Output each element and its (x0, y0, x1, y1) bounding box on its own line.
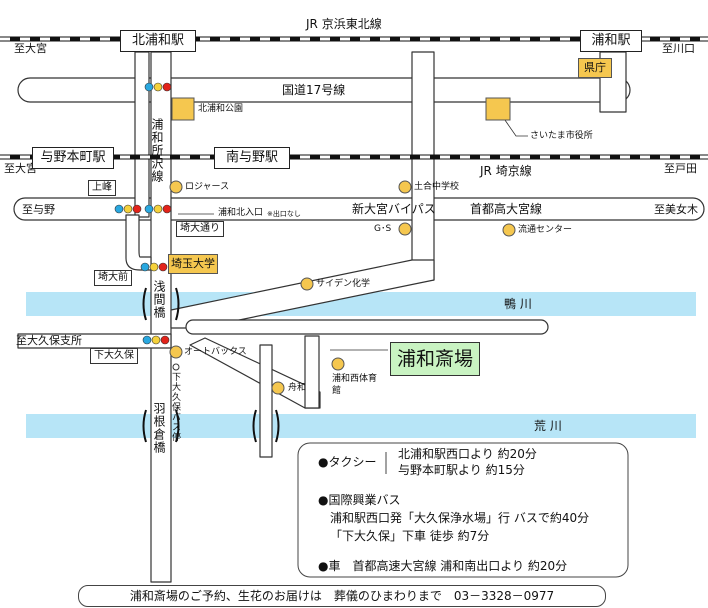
bus-route-2: 「下大久保」下車 徒歩 約7分 (330, 529, 490, 543)
ara-river-label: 荒 川 (534, 419, 562, 433)
jr-keihin-tohoku-label: JR 京浜東北線 (306, 17, 382, 31)
bus-label: ●国際興業バス (318, 493, 401, 507)
bus-stop-label: 下大久保バス停 (170, 372, 180, 442)
haneguri-bridge-label: 羽根倉橋 (152, 402, 166, 454)
kamo-river-label: 鴨 川 (504, 297, 532, 311)
jr-saikyo-label: JR 埼京線 (480, 164, 532, 178)
to-okubo-branch-label: 至大久保支所 (16, 334, 82, 347)
yono-honmachi-station: 与野本町駅 (32, 147, 114, 169)
no-exit-note: ※出口なし (267, 210, 301, 218)
jonan-jhs-label: 土合中学校 (414, 182, 460, 192)
taxi-route-1: 北浦和駅西口より 約20分 (398, 447, 537, 461)
kita-urawa-park-label: 北浦和公園 (198, 104, 244, 114)
kita-urawa-entrance-label: 浦和北入口 (218, 208, 264, 218)
route17-label: 国道17号線 (282, 83, 346, 97)
ara-river (26, 414, 696, 438)
pref-office-box: 県庁 (578, 58, 612, 78)
urawa-tokorozawa-label: 浦和所沢線 (150, 118, 164, 183)
shin-omiya-bypass-label: 新大宮バイパス (352, 202, 436, 216)
bridge-marks (142, 287, 280, 443)
joyous-label: ロジャース (185, 182, 230, 192)
kita-urawa-station: 北浦和駅 (120, 30, 196, 52)
to-yono-label: 至与野 (22, 203, 55, 216)
saitama-univ-box: 埼玉大学 (168, 254, 218, 274)
traffic-signals (114, 82, 172, 345)
taxi-route-2: 与野本町駅より 約15分 (398, 463, 525, 477)
ryutsu-center-label: 流通センター (518, 225, 573, 235)
bus-route-1: 浦和駅西口発「大久保浄水場」行 バスで約40分 (330, 511, 590, 525)
roads (13, 51, 705, 583)
funado-label: 舟和 (288, 383, 307, 393)
taxi-label: ●タクシー (318, 455, 377, 469)
contact-footer: 浦和斎場のご予約、生花のお届けは 葬儀のひまわりまで 03－3328－0977 (78, 585, 606, 607)
car-route: ●車 首都高速大宮線 浦和南出口より 約20分 (318, 559, 568, 573)
saitama-city-hall-label: さいたま市役所 (530, 131, 593, 141)
kita-urawa-park-box (171, 97, 195, 121)
shimo-okubo-signal: 下大久保 (90, 348, 138, 364)
sengen-bridge-label: 浅間橋 (152, 280, 166, 319)
kamo-river (26, 292, 696, 316)
kamine-signal: 上峰 (88, 180, 116, 196)
urawa-saijo-destination: 浦和斎場 (390, 342, 480, 376)
minami-yono-station: 南与野駅 (214, 147, 290, 169)
to-omiya-label: 至大宮 (14, 42, 47, 55)
urawa-station: 浦和駅 (580, 30, 642, 52)
autobacs-label: オートバックス (184, 347, 247, 357)
gs-label: G･S (374, 224, 392, 234)
to-toda-label: 至戸田 (664, 162, 697, 175)
gym-label: 浦和西体育館 (332, 374, 378, 396)
bus-stop-mark (172, 363, 180, 371)
to-kawaguchi-label: 至川口 (662, 42, 695, 55)
city-hall-box (485, 97, 511, 121)
to-omiya-2-label: 至大宮 (4, 162, 37, 175)
landmark-dots (169, 180, 516, 395)
shutoko-omiya-label: 首都高大宮線 (470, 202, 543, 216)
saiden-label: サイデン化学 (316, 279, 371, 289)
saidai-dori-signal: 埼大通り (176, 221, 224, 237)
access-box (297, 442, 629, 578)
to-mimajo-label: 至美女木 (654, 203, 698, 216)
saidai-mae-signal: 埼大前 (94, 270, 132, 286)
